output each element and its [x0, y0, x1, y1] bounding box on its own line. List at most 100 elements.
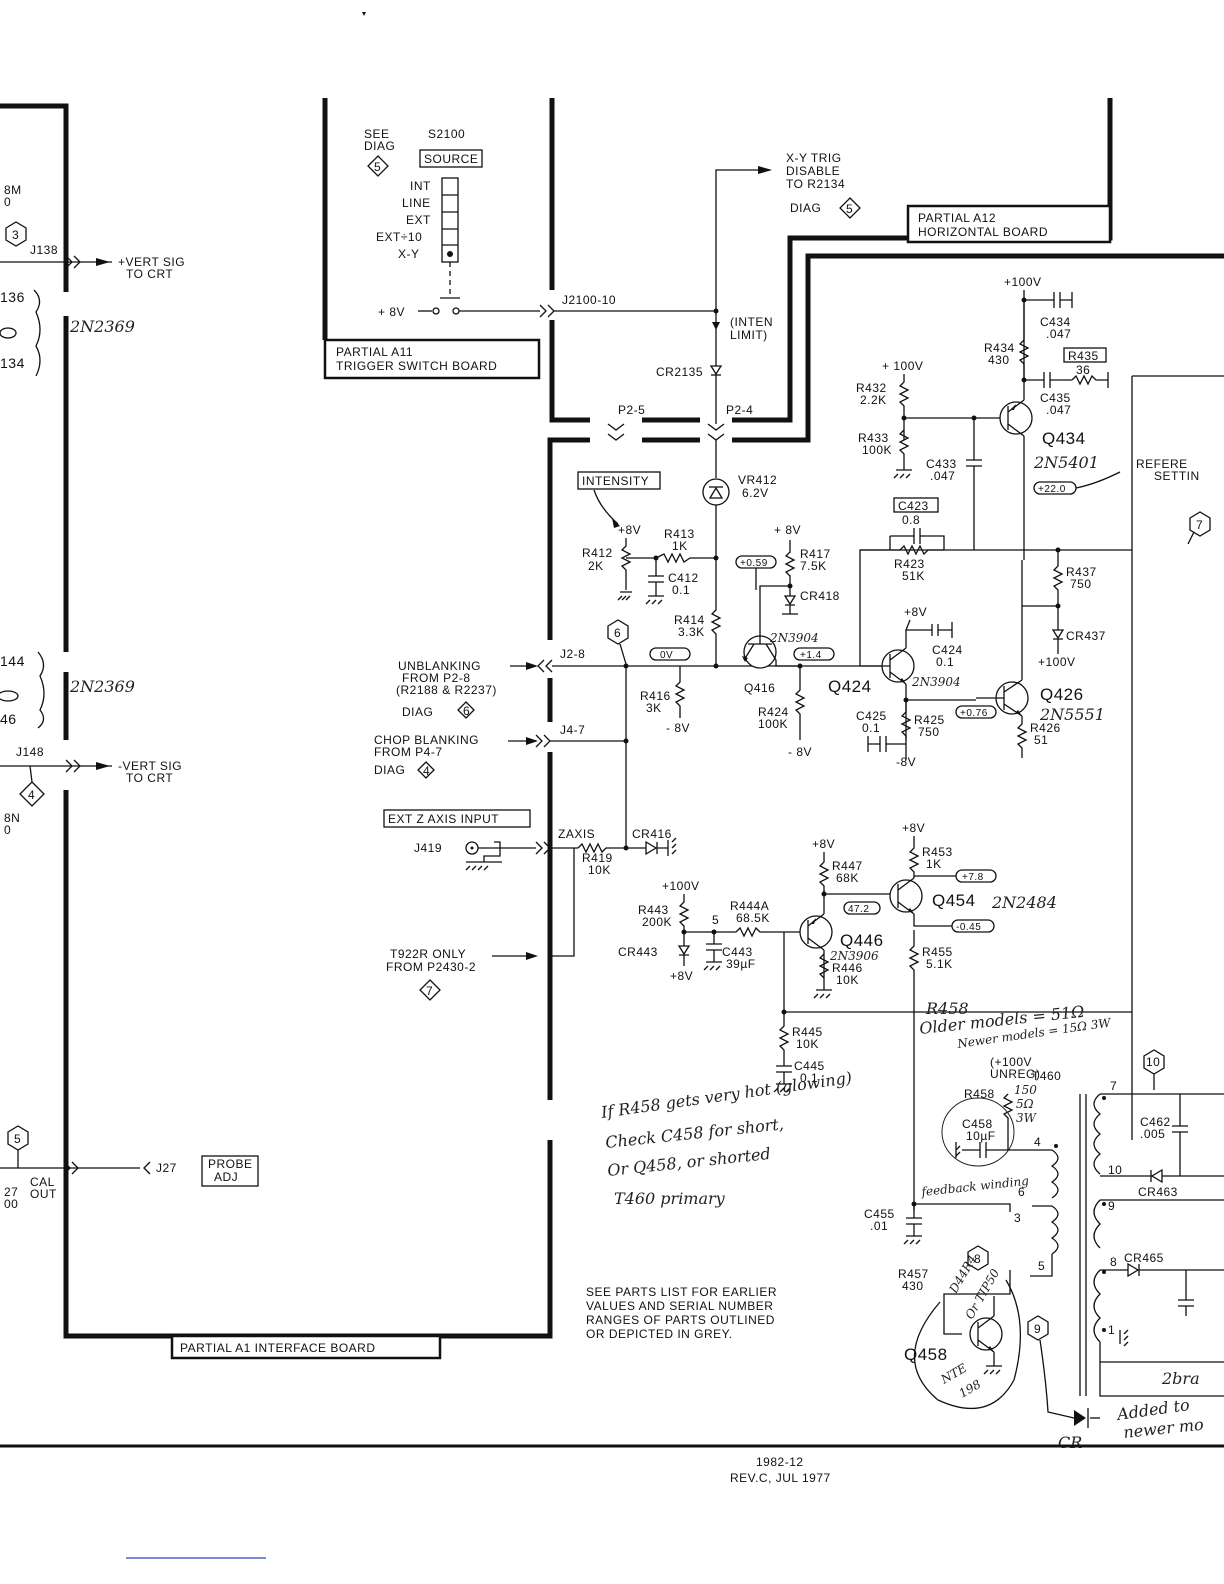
svg-text:2bra: 2bra — [1161, 1369, 1200, 1388]
transformer-t460: T460 7 4 10 6 3 9 8 5 1 — [1014, 1069, 1224, 1397]
svg-text:C445: C445 — [794, 1059, 825, 1073]
svg-text:0V: 0V — [660, 650, 673, 661]
svg-text:C433: C433 — [926, 457, 957, 471]
svg-text:+100V: +100V — [662, 879, 700, 893]
svg-text:0.8: 0.8 — [902, 513, 920, 527]
svg-text:HORIZONTAL BOARD: HORIZONTAL BOARD — [918, 225, 1048, 239]
svg-text:J138: J138 — [30, 243, 58, 257]
marker-5-hexagon: 5 — [7, 1125, 29, 1151]
svg-text:TO CRT: TO CRT — [126, 771, 173, 785]
svg-text:6: 6 — [614, 626, 621, 640]
transistor-q454: +8V R453 1K +7.8 Q454 2N2484 -0.45 R455 … — [889, 821, 1057, 1210]
ext-z-axis-input: EXT Z AXIS INPUT J419 ZAXIS R419 10K CR4… — [383, 809, 677, 877]
svg-text:6.2V: 6.2V — [742, 486, 769, 500]
svg-text:2N3904: 2N3904 — [769, 631, 819, 645]
svg-text:C424: C424 — [932, 643, 963, 657]
svg-text:TO R2134: TO R2134 — [786, 177, 845, 191]
svg-text:R443: R443 — [638, 903, 669, 917]
svg-text:INT: INT — [410, 179, 431, 193]
svg-text:C455: C455 — [864, 1207, 895, 1221]
svg-text:+8V: +8V — [904, 605, 927, 619]
svg-text:J148: J148 — [16, 745, 44, 759]
svg-text:10K: 10K — [836, 973, 859, 987]
svg-text:FROM P2430-2: FROM P2430-2 — [386, 960, 476, 974]
svg-text:100K: 100K — [758, 717, 788, 731]
svg-text:-8V: -8V — [896, 755, 916, 769]
xy-trig-disable: X-Y TRIG DISABLE TO R2134 DIAG 5 (INTEN … — [656, 151, 861, 424]
handwritten-2n2369-b: 2N2369 — [69, 677, 135, 696]
svg-text:DIAG: DIAG — [374, 763, 405, 777]
svg-text:If R458 gets very hot (glowing: If R458 gets very hot (glowing) — [599, 1068, 853, 1122]
svg-text:DIAG: DIAG — [364, 139, 395, 153]
svg-text:CR416: CR416 — [632, 827, 672, 841]
svg-text:Q458: Q458 — [904, 1345, 948, 1364]
svg-text:LINE: LINE — [402, 196, 431, 210]
c458-r458: R458 (+100V UNREG) C458 10µF — [941, 1055, 1040, 1167]
svg-text:46: 46 — [0, 711, 17, 727]
marker-3-hexagon: 3 — [5, 221, 27, 247]
svg-text:3W: 3W — [1016, 1111, 1038, 1125]
parts-list-note: SEE PARTS LIST FOR EARLIER VALUES AND SE… — [586, 1285, 777, 1341]
vert-sig-pos-line: J138 +VERT SIG TO CRT — [0, 243, 185, 281]
r434-network: +100V R434 430 C434 .047 R435 36 C435 .0… — [984, 275, 1109, 417]
svg-text:J2100-10: J2100-10 — [562, 293, 616, 307]
svg-text:S2100: S2100 — [428, 127, 465, 141]
svg-text:DIAG: DIAG — [790, 201, 821, 215]
handwritten-2n2369-a: 2N2369 — [69, 317, 135, 336]
svg-text:PARTIAL A1 INTERFACE BOARD: PARTIAL A1 INTERFACE BOARD — [180, 1341, 376, 1355]
svg-text:C425: C425 — [856, 709, 887, 723]
svg-text:CHOP BLANKING: CHOP BLANKING — [374, 733, 479, 747]
t922r-input: T922R ONLY FROM P2430-2 7 — [386, 848, 575, 1001]
svg-text:SEE: SEE — [364, 127, 390, 141]
r445-c445: R445 10K C445 0.1 — [773, 932, 1132, 1093]
svg-text:R425: R425 — [914, 713, 945, 727]
svg-text:J4-7: J4-7 — [560, 723, 585, 737]
cal-out-line: CAL OUT J27 PROBE ADJ — [0, 1150, 259, 1201]
svg-text:CR418: CR418 — [800, 589, 840, 603]
svg-text:TO CRT: TO CRT — [126, 267, 173, 281]
svg-text:+ 8V: + 8V — [378, 305, 405, 319]
svg-text:T460: T460 — [1032, 1069, 1061, 1083]
svg-text:2N3904: 2N3904 — [911, 675, 961, 689]
svg-text:+7.8: +7.8 — [962, 872, 984, 883]
svg-text:3.3K: 3.3K — [678, 625, 705, 639]
svg-text:8: 8 — [1110, 1255, 1117, 1269]
svg-text:Q454: Q454 — [932, 891, 976, 910]
intensity-pot: INTENSITY +8V R412 2K R413 1K C412 0.1 R… — [577, 471, 722, 666]
svg-text:J419: J419 — [414, 841, 442, 855]
svg-text:REFERE: REFERE — [1136, 457, 1188, 471]
svg-text:5.1K: 5.1K — [926, 957, 953, 971]
svg-text:C412: C412 — [668, 571, 699, 585]
svg-text:FROM P2-8: FROM P2-8 — [402, 671, 471, 685]
svg-text:2N5551: 2N5551 — [1039, 705, 1105, 724]
svg-text:0: 0 — [4, 195, 11, 209]
svg-text:R414: R414 — [674, 613, 705, 627]
svg-text:6: 6 — [463, 704, 470, 718]
board-label-a12: PARTIAL A12 HORIZONTAL BOARD — [918, 211, 1048, 239]
footer-code: 1982-12 — [756, 1455, 804, 1469]
svg-text:8: 8 — [974, 1252, 981, 1266]
secondary-parts: C462 .005 CR463 CR465 — [1119, 1094, 1194, 1347]
svg-text:430: 430 — [988, 353, 1010, 367]
lower-bias: +100V R443 200K CR443 +8V R444A 68.5K 5 … — [618, 879, 804, 983]
svg-text:1K: 1K — [926, 857, 942, 871]
svg-text:1: 1 — [1108, 1323, 1115, 1337]
svg-text:27: 27 — [4, 1185, 18, 1199]
svg-text:R455: R455 — [922, 945, 953, 959]
svg-text:R412: R412 — [582, 546, 613, 560]
svg-text:+0.59: +0.59 — [740, 558, 768, 569]
svg-text:4: 4 — [1034, 1135, 1041, 1149]
board-label-a11: PARTIAL A11 TRIGGER SWITCH BOARD — [323, 338, 541, 380]
svg-text:R419: R419 — [582, 851, 613, 865]
board-outlines — [0, 98, 1224, 1339]
svg-text:51K: 51K — [902, 569, 925, 583]
svg-text:0.1: 0.1 — [672, 583, 690, 597]
svg-text:PROBE: PROBE — [208, 1157, 253, 1171]
svg-text:10K: 10K — [796, 1037, 819, 1051]
svg-text:8M: 8M — [4, 183, 22, 197]
svg-text:5: 5 — [14, 1132, 21, 1146]
svg-text:UNREG): UNREG) — [990, 1067, 1040, 1081]
svg-text:200K: 200K — [642, 915, 672, 929]
svg-text:CR2135: CR2135 — [656, 365, 703, 379]
svg-text:R444A: R444A — [730, 899, 769, 913]
